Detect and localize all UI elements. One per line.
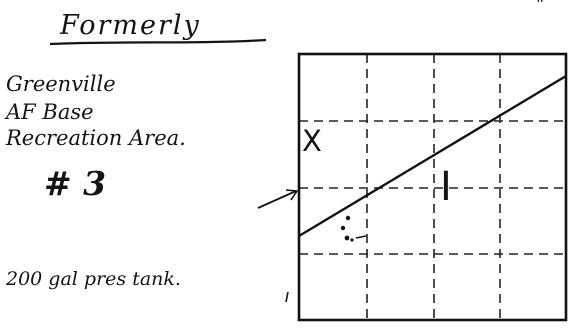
pointer-arrowhead <box>285 189 299 201</box>
heading-underline <box>49 38 267 46</box>
tank-dash <box>355 235 367 239</box>
x-marker: X <box>302 124 322 158</box>
diagonal-boundary-line <box>298 74 567 238</box>
location-line-1: Greenville <box>6 72 116 96</box>
location-line-2: AF Base <box>6 100 94 124</box>
area-number: # 3 <box>44 164 107 203</box>
plat-border <box>297 52 568 322</box>
tank-note: 200 gal pres tank. <box>6 268 181 290</box>
pointer-arrow <box>257 190 297 209</box>
corner-mark: " <box>536 0 545 15</box>
lot-label: I <box>440 164 452 210</box>
heading-formerly: Formerly <box>60 10 201 41</box>
location-line-3: Recreation Area. <box>6 126 186 150</box>
tank-dots <box>340 215 354 242</box>
tank-note-comma <box>285 291 289 303</box>
plat-grid <box>299 54 566 320</box>
